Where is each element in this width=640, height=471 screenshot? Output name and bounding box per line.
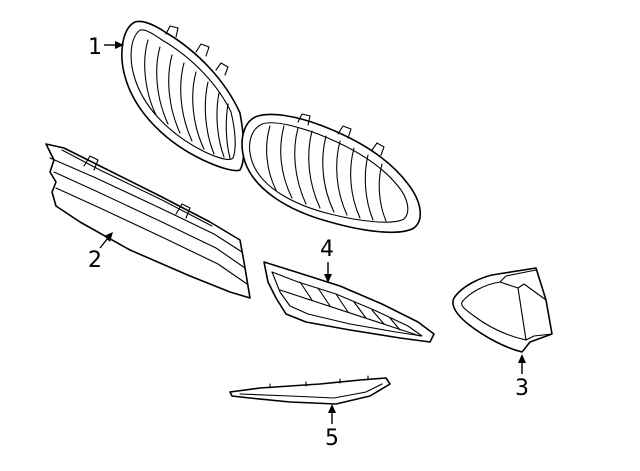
vent-frame-outline	[263, 261, 435, 343]
corner-trim-flange	[499, 269, 553, 341]
right-kidney-inner	[249, 122, 409, 223]
vent-frame-inner	[271, 271, 423, 337]
right-kidney-slats	[266, 125, 387, 222]
callout-5-label: 5	[325, 426, 339, 451]
left-kidney-outline	[121, 20, 245, 172]
callout-2-label: 2	[88, 248, 102, 273]
strip-mounting-tabs	[83, 155, 191, 219]
strip-outline	[45, 143, 251, 299]
lower-trim-tabs	[269, 375, 369, 389]
corner-trim-part[interactable]	[452, 267, 553, 353]
left-kidney-clips	[165, 25, 229, 76]
callout-1: 1	[88, 35, 124, 60]
kidney-grille-part[interactable]	[121, 20, 421, 234]
corner-trim-inner	[461, 281, 527, 341]
callout-3: 3	[515, 354, 529, 401]
callout-3-label: 3	[515, 376, 529, 401]
callout-4-label: 4	[320, 237, 334, 262]
right-kidney-outline	[241, 113, 421, 234]
right-kidney-clips	[297, 113, 385, 156]
callout-1-label: 1	[88, 35, 102, 60]
vent-mesh-lines	[279, 281, 421, 337]
lower-trim-outline	[229, 377, 391, 405]
side-vent-frame-part[interactable]	[263, 261, 435, 343]
lower-grille-strip-part[interactable]	[45, 143, 251, 299]
left-kidney-inner	[130, 29, 236, 160]
callout-2: 2	[88, 232, 113, 273]
corner-trim-outline	[452, 267, 553, 353]
strip-ribs	[49, 149, 248, 285]
left-kidney-slats	[144, 39, 231, 159]
lower-trim-inner	[239, 383, 383, 399]
callout-5: 5	[325, 404, 339, 451]
callout-4: 4	[320, 237, 334, 283]
lower-trim-strip-part[interactable]	[229, 375, 391, 405]
